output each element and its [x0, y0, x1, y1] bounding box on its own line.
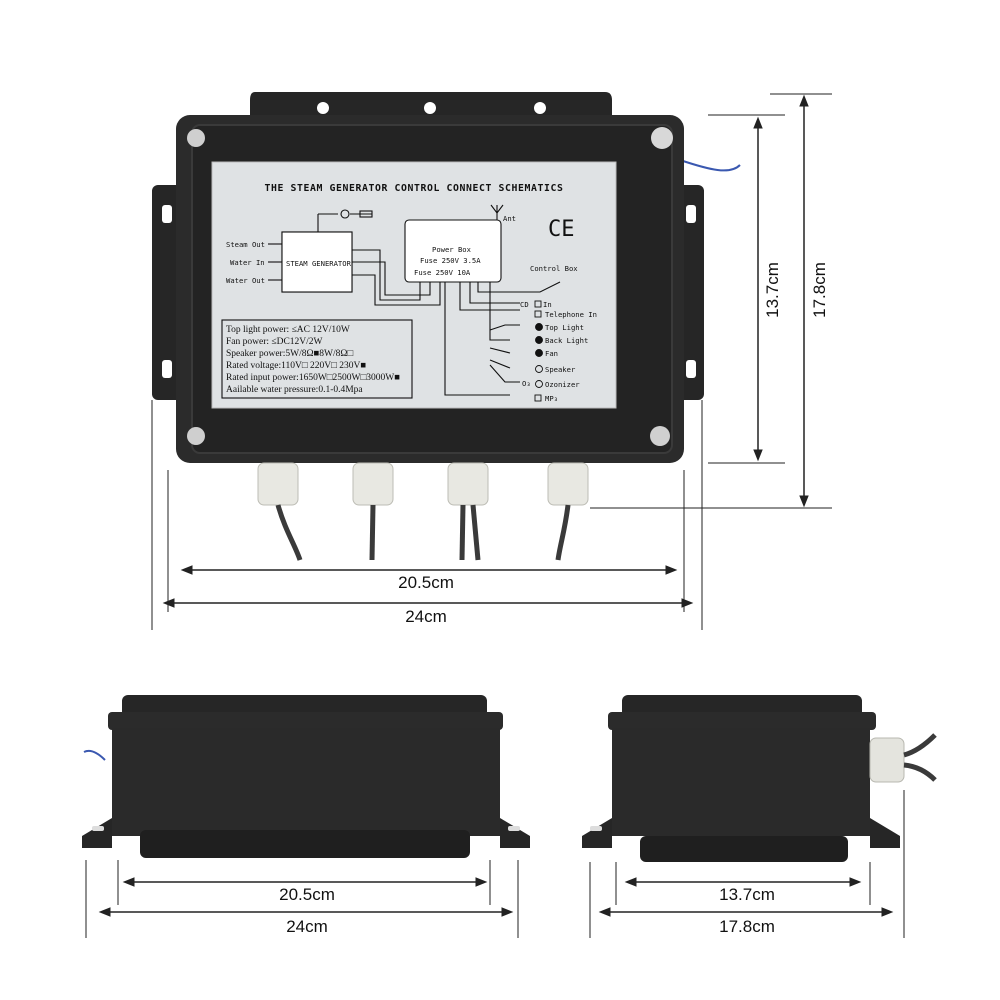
side-long-outer-label: 24cm: [286, 917, 328, 936]
input-steam-out: Steam Out: [226, 240, 265, 249]
main-outer-width-label: 24cm: [405, 607, 447, 626]
output-cd: CD: [520, 300, 529, 309]
output-top-light: Top Light: [545, 323, 584, 332]
blue-wire: [679, 159, 741, 172]
output-o3: O₃: [522, 379, 531, 388]
output-speaker: Speaker: [545, 365, 576, 374]
side-view-short: [582, 695, 937, 862]
side-long-inner-label: 20.5cm: [279, 885, 335, 904]
cables: [275, 504, 571, 561]
spec-speaker: Speaker power:5W/8Ω■8W/8Ω□: [226, 349, 353, 359]
spec-top-light: Top light power: ≤AC 12V/10W: [226, 325, 350, 335]
dimension-lines-side-short: [589, 790, 905, 938]
screw-icon: [650, 426, 670, 446]
input-water-in: Water In: [230, 258, 265, 267]
output-fan: Fan: [545, 349, 558, 358]
output-mp3: MP₃: [545, 394, 558, 403]
output-telephone-in: Telephone In: [545, 310, 597, 319]
main-outer-height-label: 17.8cm: [810, 262, 829, 318]
spec-fan: Fan power: ≤DC12V/2W: [226, 337, 323, 347]
output-back-light: Back Light: [545, 336, 588, 345]
side-view-long: [82, 695, 530, 858]
dimension-lines-side-long: [85, 860, 519, 938]
side-short-outer-label: 17.8cm: [719, 917, 775, 936]
schematic-label: [211, 161, 617, 409]
side-short-inner-label: 13.7cm: [719, 885, 775, 904]
power-box-label: Power Box: [432, 245, 472, 254]
screw-icon: [187, 129, 205, 147]
spec-input-power: Rated input power:1650W□2500W□3000W■: [226, 373, 400, 383]
spec-water-pressure: Aailable water pressure:0.1-0.4Mpa: [226, 385, 363, 395]
ce-mark: CE: [548, 217, 575, 242]
cable-glands: [257, 462, 589, 506]
dimension-lines-main: [151, 93, 832, 630]
main-inner-height-label: 13.7cm: [763, 262, 782, 318]
output-ozonizer: Ozonizer: [545, 380, 580, 389]
side-flange-left: [152, 185, 182, 400]
output-in: In: [543, 300, 552, 309]
label-title: THE STEAM GENERATOR CONTROL CONNECT SCHE…: [265, 183, 564, 194]
power-box-fuse-1: Fuse 250V 3.5A: [420, 256, 481, 265]
cable-gland: [869, 737, 905, 783]
control-box-label: Control Box: [530, 264, 578, 273]
antenna-label: Ant: [503, 214, 516, 223]
output-icons: [534, 300, 543, 402]
power-box-fuse-2: Fuse 250V 10A: [414, 268, 471, 277]
spec-voltage: Rated voltage:110V□ 220V□ 230V■: [226, 361, 366, 371]
steam-generator-label: STEAM GENERATOR: [286, 259, 352, 268]
input-water-out: Water Out: [226, 276, 265, 285]
main-inner-width-label: 20.5cm: [398, 573, 454, 592]
screw-icon: [651, 127, 673, 149]
schematic-drawing: [221, 204, 561, 399]
screw-icon: [187, 427, 205, 445]
